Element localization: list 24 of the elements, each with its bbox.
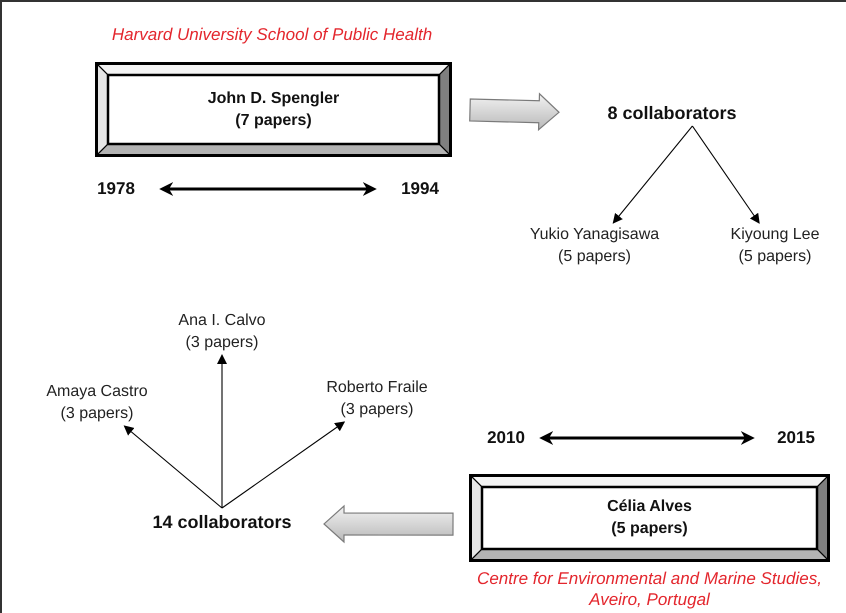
double-arrow <box>539 431 755 445</box>
collaborator-name: Ana I. Calvo (3 papers) <box>177 311 267 353</box>
person-name: Célia Alves (5 papers) <box>606 497 693 539</box>
arrow <box>217 354 227 508</box>
arrow <box>692 126 760 224</box>
year-label: 2015 <box>777 427 815 450</box>
year-label: 2010 <box>487 427 525 450</box>
institution-caption: Harvard University School of Public Health <box>110 24 434 46</box>
block-arrow <box>469 92 560 132</box>
collaborator-name: Amaya Castro (3 papers) <box>45 382 149 424</box>
collaborator-count: 14 collaborators <box>152 510 292 534</box>
arrow <box>612 126 693 224</box>
collaborator-name: Roberto Fraile (3 papers) <box>325 378 429 420</box>
arrow <box>124 425 222 508</box>
arrow <box>222 421 346 508</box>
year-label: 1994 <box>401 178 439 200</box>
institution-caption: Centre for Environmental and Marine Studies, Aveiro, Portugal <box>477 568 822 611</box>
year-label: 1978 <box>97 178 135 200</box>
block-arrow <box>323 504 454 544</box>
collaborator-count: 8 collaborators <box>607 102 737 124</box>
double-arrow <box>159 182 377 196</box>
person-name: John D. Spengler (7 papers) <box>206 88 340 130</box>
collaborator-name: Kiyoung Lee (5 papers) <box>730 225 820 267</box>
collaborator-name: Yukio Yanagisawa (5 papers) <box>528 225 660 267</box>
